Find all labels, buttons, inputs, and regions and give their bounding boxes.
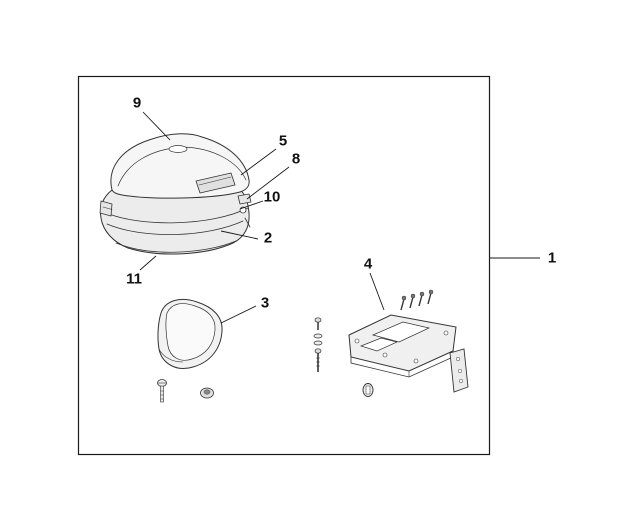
top-box-drawing (99, 133, 252, 255)
callout-3: 3 (260, 294, 270, 312)
clip-drawing (362, 383, 374, 397)
callout-10: 10 (263, 188, 281, 206)
fasteners-drawing (313, 317, 323, 372)
callout-5: 5 (278, 132, 288, 150)
grommet-drawing (200, 387, 214, 399)
backrest-pad-drawing (157, 299, 223, 369)
callout-1: 1 (547, 249, 557, 267)
screw-row-drawing (400, 289, 434, 311)
callout-8: 8 (291, 150, 301, 168)
callout-9: 9 (132, 94, 142, 112)
callout-2: 2 (263, 229, 273, 247)
callout-4: 4 (363, 255, 373, 273)
callout-11: 11 (126, 270, 142, 288)
screw-drawing (157, 379, 167, 403)
leader-lines (139, 111, 540, 324)
stay-plate-drawing (449, 348, 469, 393)
mount-plate-drawing (348, 314, 457, 378)
